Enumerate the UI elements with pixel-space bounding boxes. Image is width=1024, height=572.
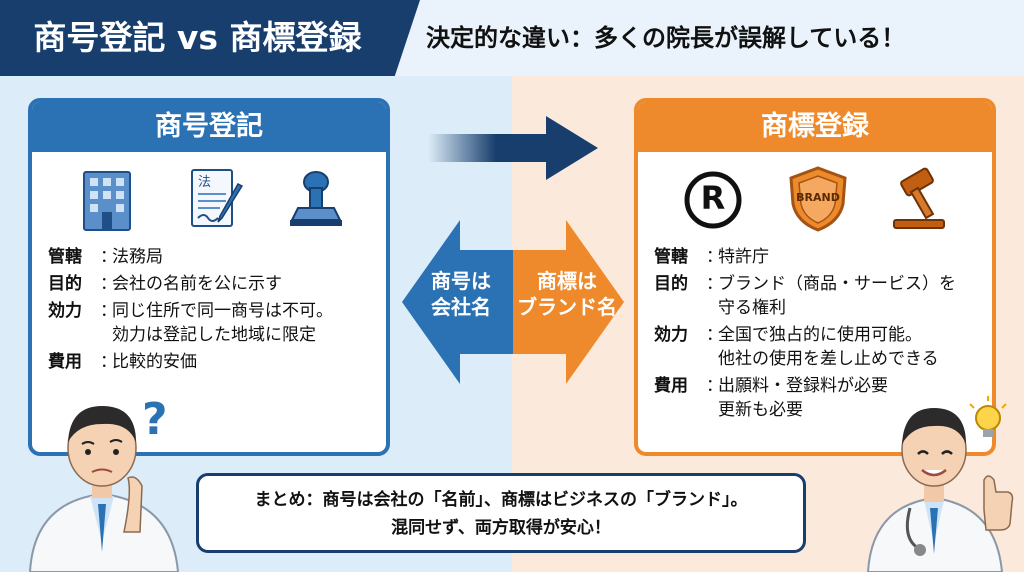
trademark-row-key: 費用 (654, 376, 688, 396)
trademark-heading: 商標登録 (638, 102, 992, 152)
brand-shield-icon (789, 166, 847, 232)
trade-name-row-line: 同じ住所で同一商号は不可。 (112, 301, 333, 321)
trademark-row-line: 特許庁 (718, 247, 769, 267)
row-separator: ： (100, 247, 117, 267)
row-separator: ： (706, 325, 723, 345)
confused-doctor-icon (28, 406, 180, 572)
trademark-row-value: 出願料・登録料が必要更新も必要 (718, 374, 982, 422)
trade-name-row-value: 法務局 (112, 245, 376, 269)
trademark-row-value: 特許庁 (718, 245, 982, 269)
title-banner (0, 0, 420, 76)
office-building-icon (83, 171, 131, 231)
trademark-row-key: 効力 (654, 325, 688, 345)
trade-name-row-key: 効力 (48, 301, 82, 321)
trade-name-row-key: 管轄 (48, 247, 82, 267)
summary-line-2: 混同せず、両方取得が安心！ (391, 518, 611, 538)
trademark-row-line: 守る権利 (718, 298, 786, 318)
registered-mark-icon (684, 171, 742, 229)
trademark-row-key: 管轄 (654, 247, 688, 267)
trademark-row: 効力 ：全国で独占的に使用可能。他社の使用を差し止めできる (654, 323, 982, 371)
trade-name-row-line: 会社の名前を公に示す (112, 274, 282, 294)
trade-name-row-line: 比較的安価 (112, 352, 197, 372)
trademark-row-key: 目的 (654, 274, 688, 294)
page-title: 商号登記 vs 商標登録 (33, 18, 362, 57)
arrow-label-line: ブランド名 (517, 295, 617, 319)
summary-box: まとめ：商号は会社の「名前」、商標はビジネスの「ブランド」。 混同せず、両方取得… (196, 473, 806, 553)
trademark-row-line: 全国で独占的に使用可能。 (718, 325, 922, 345)
trademark-arrow-label: 商標はブランド名 (512, 268, 622, 320)
seal-stamp-icon (290, 171, 342, 226)
arrow-label-line: 会社名 (431, 295, 491, 319)
summary-line-1: まとめ：商号は会社の「名前」、商標はビジネスの「ブランド」。 (254, 490, 748, 510)
row-separator: ： (100, 352, 117, 372)
trade-name-details: 管轄：法務局目的：会社の名前を公に示す効力：同じ住所で同一商号は不可。効力は登記… (48, 245, 376, 377)
trademark-row-line: 他社の使用を差し止めできる (718, 349, 939, 369)
comparison-double-arrow (402, 220, 624, 384)
trademark-row: 目的 ：ブランド（商品・サービス）を守る権利 (654, 272, 982, 320)
right-arrow-icon (428, 116, 598, 180)
smiling-doctor-icon (866, 396, 1014, 572)
trade-name-row: 費用 ：比較的安価 (48, 350, 376, 374)
trade-name-row-value: 会社の名前を公に示す (112, 272, 376, 296)
trade-name-row-key: 費用 (48, 352, 82, 372)
trade-name-row-value: 同じ住所で同一商号は不可。効力は登記した地域に限定 (112, 299, 376, 347)
trade-name-row-line: 法務局 (112, 247, 163, 267)
trade-name-panel: 商号登記 法 管轄：法務局目的：会社の名前を公に示す効力：同じ住所で同一商号は不… (28, 98, 390, 456)
trademark-row-value: ブランド（商品・サービス）を守る権利 (718, 272, 982, 320)
page-subtitle: 決定的な違い：多くの院長が誤解している！ (426, 24, 906, 52)
trademark-row-line: 更新も必要 (718, 400, 803, 420)
trade-name-row-line: 効力は登記した地域に限定 (112, 325, 316, 345)
row-separator: ： (706, 247, 723, 267)
trade-name-row: 効力 ：同じ住所で同一商号は不可。効力は登記した地域に限定 (48, 299, 376, 347)
svg-text:法: 法 (198, 175, 211, 190)
trade-name-row: 目的 ：会社の名前を公に示す (48, 272, 376, 296)
document-pen-icon: 法 (191, 169, 244, 227)
row-separator: ： (706, 376, 723, 396)
question-mark-icon: ? (142, 394, 168, 445)
trade-name-row: 管轄 ：法務局 (48, 245, 376, 269)
row-separator: ： (100, 274, 117, 294)
arrow-label-line: 商号は (431, 269, 491, 293)
trademark-panel: 商標登録 R BRAND 管轄：特許庁目的：ブランド（商品・サービス）を守る権利… (634, 98, 996, 456)
trademark-row-value: 全国で独占的に使用可能。他社の使用を差し止めできる (718, 323, 982, 371)
trademark-details: 管轄：特許庁目的：ブランド（商品・サービス）を守る権利効力：全国で独占的に使用可… (654, 245, 982, 425)
trademark-row: 費用 ：出願料・登録料が必要更新も必要 (654, 374, 982, 422)
trademark-row-line: 出願料・登録料が必要 (718, 376, 888, 396)
gavel-icon (893, 167, 945, 229)
trade-name-arrow-label: 商号は会社名 (418, 268, 504, 320)
row-separator: ： (100, 301, 117, 321)
trade-name-heading: 商号登記 (32, 102, 386, 152)
brand-shield-label: BRAND (796, 191, 840, 204)
arrow-label-line: 商標は (537, 269, 597, 293)
registered-mark-letter: R (700, 179, 726, 217)
trade-name-row-key: 目的 (48, 274, 82, 294)
row-separator: ： (706, 274, 723, 294)
trade-name-row-value: 比較的安価 (112, 350, 376, 374)
trademark-row-line: ブランド（商品・サービス）を (718, 274, 956, 294)
trademark-row: 管轄 ：特許庁 (654, 245, 982, 269)
